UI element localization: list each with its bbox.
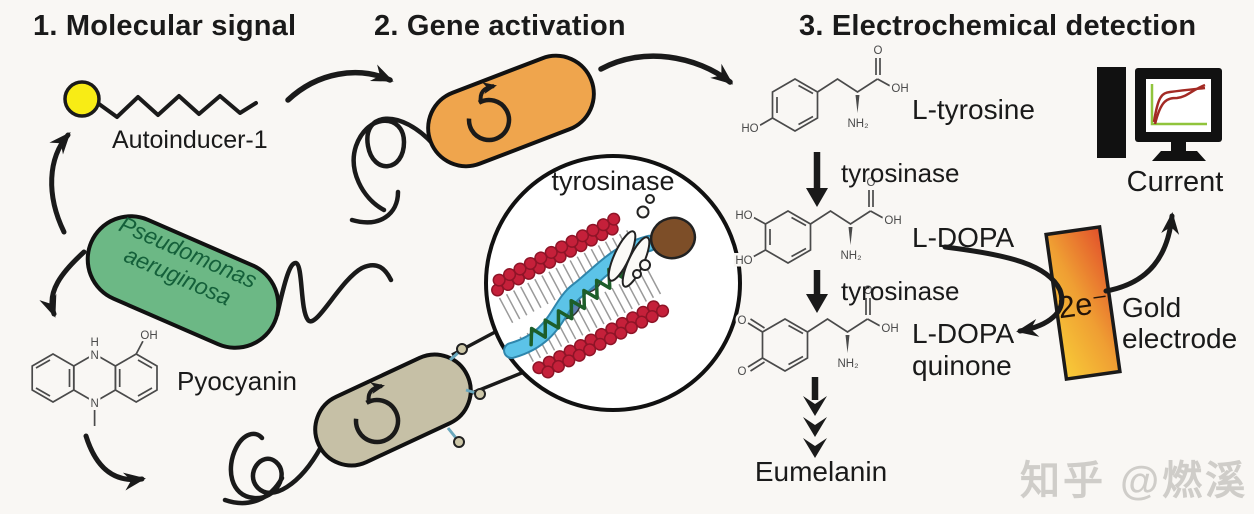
quinone-nh2-label: NH₂: [837, 358, 858, 370]
dopa-oh-label: OH: [884, 215, 901, 227]
tyrosine-oh-label: OH: [891, 83, 908, 95]
tyrosine-o-label: O: [874, 45, 883, 57]
biosensor-plasmid-icon: [353, 382, 401, 445]
dopa-ho-bottom-label: HO: [735, 255, 752, 267]
signal-head-icon: [63, 80, 101, 118]
electron-transfer-label: 2e⁻: [1056, 284, 1111, 326]
biosensor-flagella: [222, 431, 324, 506]
pyocyanin-label: Pyocyanin: [177, 366, 297, 396]
acyl-chain: [97, 94, 258, 119]
tyrosinase-inset-label: tyrosinase: [551, 166, 675, 196]
arrow-bacterium-to-pyocyanin: [39, 249, 87, 318]
tyrosinase-step1-label: tyrosinase: [841, 158, 960, 188]
dopa-ho-top-label: HO: [735, 210, 752, 222]
arrow-electrode-to-current: [1103, 212, 1180, 294]
pyocyanin-h-label: H: [90, 337, 98, 349]
arrow-bacterium-to-autoinducer: [49, 131, 71, 235]
secreted-helices: [607, 194, 655, 288]
section-title-2: 2. Gene activation: [374, 10, 626, 42]
active-bacterium: [426, 53, 596, 169]
section-title-1: 1. Molecular signal: [33, 10, 297, 42]
monitor-base: [1152, 151, 1206, 161]
lipid-bilayer: [491, 212, 670, 379]
dopa-o-label: O: [867, 177, 876, 189]
surface-display-proteins: [446, 343, 486, 448]
tyrosine-nh2-label: NH₂: [847, 118, 868, 130]
plot-axes: [1150, 84, 1207, 126]
quinone-oh-label: OH: [881, 323, 898, 335]
plot-curve-2: [1153, 83, 1206, 125]
tyrosinase-enzyme-globule: [649, 216, 697, 260]
tyrosinase-inset: [484, 154, 742, 412]
gold-electrode-label-line1: Gold: [1122, 292, 1182, 323]
polymerization-arrow: [803, 377, 827, 458]
pyocyanin-n-bottom-label: N: [90, 398, 98, 410]
quinone-o-label: O: [864, 285, 873, 297]
lipid-heads: [491, 212, 670, 379]
l-dopa-quinone-label-line2: quinone: [912, 350, 1012, 381]
watermark: 知乎 @燃溪: [1020, 459, 1249, 503]
l-tyrosine-structure: HO O OH NH₂: [739, 43, 911, 138]
arrow-pyocyanin-to-biosensor: [83, 433, 146, 491]
pseudomonas-bacterium: [85, 214, 281, 350]
l-tyrosine-label: L-tyrosine: [912, 94, 1035, 125]
arrow-signal-to-activation: [285, 64, 394, 103]
l-dopa-structure: HO HO O OH NH₂: [733, 175, 904, 270]
dopa-nh2-label: NH₂: [840, 250, 861, 262]
quinone-o-bottom-label: O: [738, 366, 747, 378]
autoinducer-molecule: [63, 80, 258, 119]
pseudomonas-flagellum: [274, 260, 394, 324]
autoinducer-label: Autoinducer-1: [112, 126, 268, 154]
gold-electrode-label-line2: electrode: [1122, 323, 1238, 354]
monitor-neck: [1171, 142, 1186, 151]
section-title-3: 3. Electrochemical detection: [799, 10, 1197, 42]
eumelanin-label: Eumelanin: [754, 456, 888, 487]
pyocyanin-n-top-label: N: [90, 350, 98, 362]
arrow-activation-to-detection: [598, 53, 734, 85]
reaction-arrow-2: [806, 270, 828, 313]
quinone-o-top-label: O: [738, 315, 747, 327]
current-label: Current: [1126, 166, 1224, 198]
active-bacterium-flagella: [349, 116, 436, 225]
gold-electrode: 2e⁻: [1044, 224, 1122, 382]
l-dopa-label: L-DOPA: [912, 222, 1015, 253]
active-plasmid-icon: [466, 82, 512, 143]
l-dopa-quinone-label-line1: L-DOPA: [912, 318, 1015, 349]
computer-icon: [1097, 67, 1222, 161]
tyrosine-ho-label: HO: [741, 123, 758, 135]
pyocyanin-oh-label: OH: [140, 330, 157, 342]
l-dopa-quinone-structure: O O O OH NH₂: [735, 283, 901, 381]
reaction-arrow-1: [806, 152, 828, 207]
arrow-dopa-to-electrode: [942, 244, 1065, 337]
pyocyanin-structure: H N N OH: [31, 328, 160, 426]
tyrosinase-step2-label: tyrosinase: [841, 276, 960, 306]
computer-tower: [1097, 67, 1126, 158]
